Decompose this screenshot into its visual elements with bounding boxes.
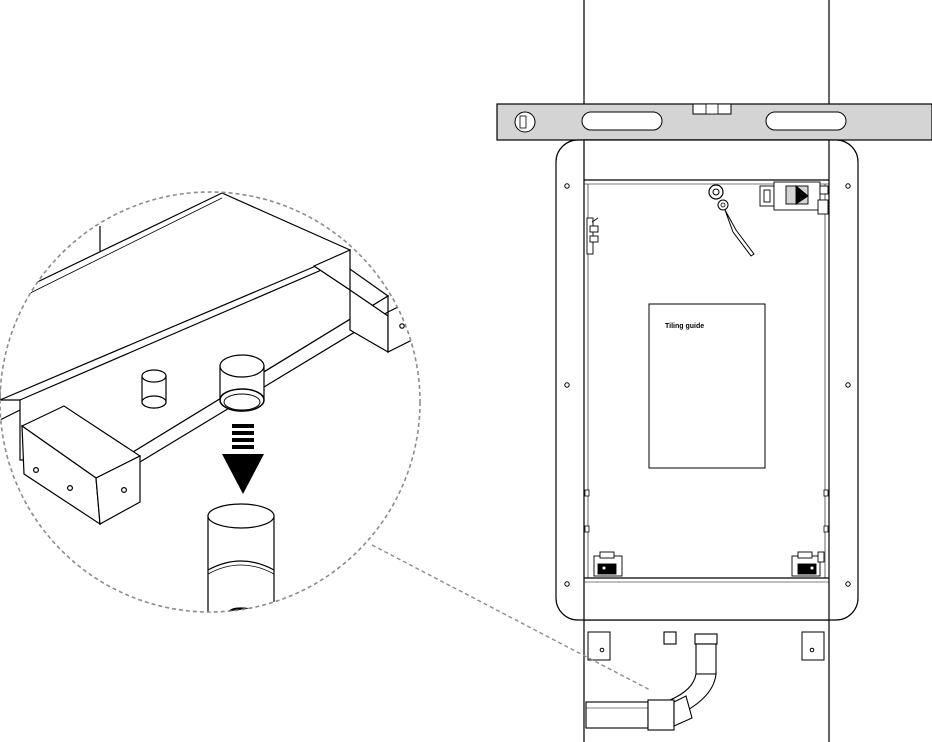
waste-pipe [585, 631, 718, 731]
detail-leader-line [371, 544, 651, 691]
pivot-hook [708, 184, 755, 257]
detail-magnifier [0, 191, 421, 613]
tiling-guide-sheet: Tiling guide [648, 303, 766, 469]
bottom-left-bracket [593, 551, 623, 577]
bottom-right-bracket [791, 551, 825, 577]
top-left-bracket [586, 217, 599, 255]
mounting-feet [587, 631, 825, 661]
spirit-level [496, 103, 932, 141]
tiling-guide-label: Tiling guide [665, 323, 704, 330]
top-right-mechanism [759, 181, 829, 215]
